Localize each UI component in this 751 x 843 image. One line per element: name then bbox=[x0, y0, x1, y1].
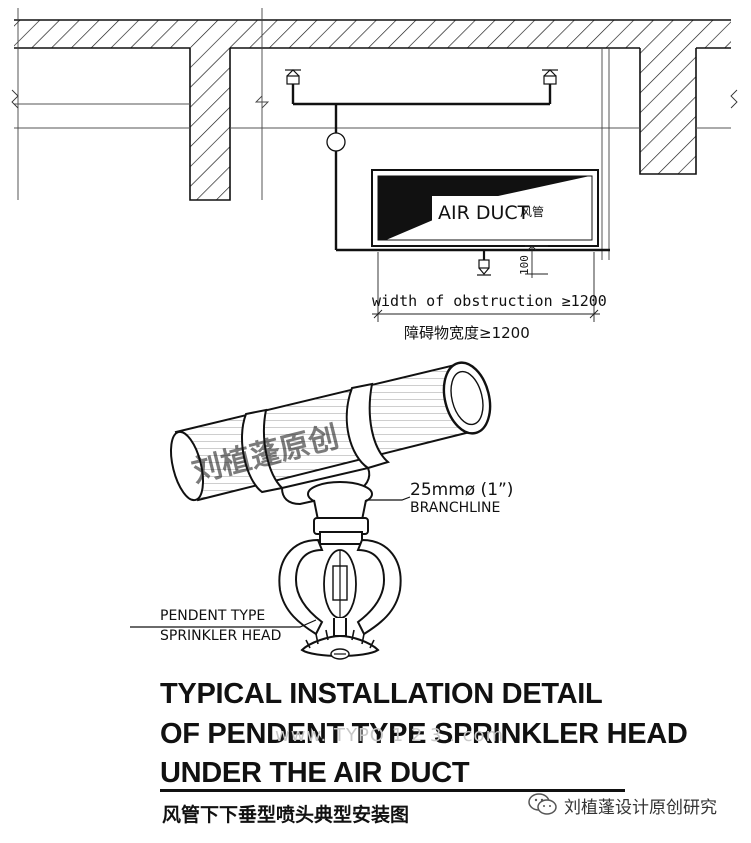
sprinkler-label-2: SPRINKLER HEAD bbox=[160, 628, 281, 644]
clamp-ring-right bbox=[345, 382, 391, 470]
ceiling-lines bbox=[14, 103, 731, 129]
left-beam bbox=[190, 48, 230, 200]
duct-label: AIR DUCT bbox=[438, 202, 530, 224]
wechat-icon bbox=[528, 793, 557, 815]
sprinkler-head-icon bbox=[278, 481, 402, 660]
sprinkler-leader bbox=[130, 619, 317, 628]
right-beam bbox=[640, 48, 696, 174]
pipe-right-end bbox=[442, 361, 492, 435]
title-line-2: OF PENDENT TYPE SPRINKLER HEAD bbox=[160, 718, 688, 750]
ceiling-slab bbox=[14, 20, 731, 48]
air-duct bbox=[371, 169, 599, 247]
title-line-1: TYPICAL INSTALLATION DETAIL bbox=[160, 678, 603, 710]
title-chinese: 风管下下垂型喷头典型安装图 bbox=[162, 804, 410, 826]
pipe-fitting bbox=[326, 132, 346, 152]
sprinkler-label-1: PENDENT TYPE bbox=[160, 608, 265, 624]
ceiling-structure bbox=[11, 8, 738, 260]
branchline-leader bbox=[366, 496, 411, 501]
clearance-dim-text: 100 bbox=[518, 255, 531, 275]
pipe-right-bore bbox=[450, 370, 484, 426]
break-mark-left bbox=[11, 89, 19, 109]
title-underline bbox=[160, 789, 625, 792]
obstruction-label-en: width of obstruction ≥1200 bbox=[372, 292, 607, 310]
branchline-size-label: 25mmø (1”) bbox=[410, 480, 513, 500]
obstruction-label-cn: 障碍物宽度≥1200 bbox=[404, 324, 530, 342]
obstruction-dimension bbox=[372, 252, 600, 322]
faint-url-watermark: www. TYPO 1 2 3 . com bbox=[275, 725, 505, 746]
pendent-sprinkler-small-icon bbox=[477, 259, 491, 276]
branchline-label: BRANCHLINE bbox=[410, 500, 500, 516]
break-lines bbox=[17, 8, 610, 260]
duct-label-cn: 风管 bbox=[520, 204, 544, 219]
thread-body bbox=[319, 531, 363, 545]
clearance-dimension bbox=[525, 245, 548, 278]
sprinkler-piping bbox=[291, 82, 610, 262]
duct-label-bg bbox=[432, 196, 556, 226]
pipe-left-end bbox=[169, 430, 205, 502]
duct-shading bbox=[378, 176, 590, 240]
deflector-post bbox=[333, 618, 347, 637]
upright-sprinkler-right-icon bbox=[542, 69, 558, 85]
upright-sprinkler-left-icon bbox=[285, 69, 301, 85]
slab-outline bbox=[14, 19, 731, 201]
break-mark-right bbox=[730, 89, 738, 109]
deflector-teeth bbox=[305, 629, 375, 649]
author-watermark: 刘植蓬设计原创研究 bbox=[564, 798, 717, 818]
title-line-3: UNDER THE AIR DUCT bbox=[160, 757, 470, 789]
